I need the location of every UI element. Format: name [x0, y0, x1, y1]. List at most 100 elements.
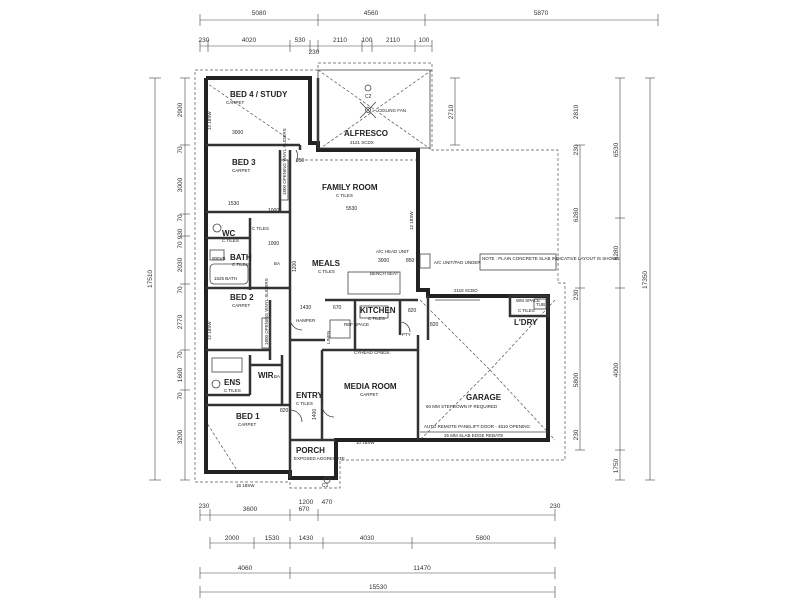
- fridge-space: [329, 319, 351, 339]
- door-swing: [321, 404, 335, 418]
- bed1-820: 820: [280, 408, 289, 414]
- meals-850: 850: [406, 258, 415, 264]
- media-sw: 10 18SW: [356, 440, 375, 445]
- kit-670: 670: [333, 305, 342, 311]
- dim-left-7: 2030: [177, 257, 184, 272]
- meals-3000: 3000: [378, 258, 389, 264]
- roof-outline: [194, 62, 566, 489]
- dim-top2-6: 100: [362, 37, 373, 44]
- bed3-robe-note: 1800 OPENING VINYL SLIDERS: [282, 128, 287, 195]
- dim-bot2-4: 4030: [360, 535, 375, 542]
- room-bed2-floor: CARPET: [232, 303, 251, 308]
- room-media-floor: CARPET: [360, 392, 379, 397]
- dim-bot3-1: 4060: [238, 565, 253, 572]
- dim-bot1-2: 3600: [243, 506, 258, 513]
- dim-right-a: 2710: [448, 104, 455, 119]
- entry-tiles: C TILES: [296, 401, 313, 406]
- dim-bot2-1: 2000: [225, 535, 240, 542]
- dim-right-c1: 6530: [613, 142, 620, 157]
- dim-left-4: 70: [177, 214, 184, 222]
- rebate-note: 25 MM SLAB EDGE REBATE: [444, 433, 503, 438]
- ac-unit: [419, 253, 431, 269]
- dim-left-10: 70: [177, 351, 184, 359]
- tub-label: TUB: [536, 302, 545, 307]
- dim-bot2-3: 1430: [299, 535, 314, 542]
- note-text: NOTE : PLAIN CONCRETE SLAB INDICATIVE LA…: [482, 256, 620, 261]
- room-bed3: BED 3: [232, 158, 256, 167]
- door-swing: [289, 317, 303, 331]
- bed3-dim: 1530: [228, 201, 239, 207]
- kit-1430: 1430: [300, 305, 311, 311]
- kit-820b: 820: [430, 322, 439, 328]
- dim-top-1: 5080: [252, 10, 267, 17]
- ens-tiles: C TILES: [224, 388, 241, 393]
- dim-left-total: 17510: [147, 270, 154, 288]
- room-bed3-floor: CARPET: [232, 168, 251, 173]
- dim-porch-1: 1200: [299, 499, 314, 506]
- garage-door-top: 2118 SCBO: [454, 288, 478, 293]
- dim-bot3-2: 11470: [413, 565, 431, 572]
- room-laundry: L'DRY: [514, 318, 538, 327]
- dim-bot-total: 15530: [369, 584, 387, 591]
- dim-left-11: 1600: [177, 367, 184, 382]
- column-c2: [364, 84, 372, 92]
- room-porch: PORCH: [296, 446, 325, 455]
- room-entry: ENTRY: [296, 391, 323, 400]
- bed3-dim2: 1000: [268, 208, 279, 214]
- wc-tiles: C TILES: [252, 226, 269, 231]
- bath-tub-size: 1625 BATH: [214, 276, 237, 281]
- bed3-robe: [279, 159, 289, 201]
- fam-950: 950: [296, 158, 305, 164]
- ac-under: A/C UNIT/PAD UNDER: [434, 260, 481, 265]
- room-labels: BED 4 / STUDY CARPET 3000 ALFRESCO 2121 …: [207, 90, 620, 489]
- room-family: FAMILY ROOM: [322, 183, 378, 192]
- dim-top2-3: 530: [295, 37, 306, 44]
- dimension-texts: 5080 4560 5870 230 4020 530 230 2110 100…: [147, 10, 649, 591]
- bed2-sw: 12 18SW: [207, 321, 212, 340]
- shower-icon: [211, 357, 243, 373]
- ac-head: A/C HEAD UNIT: [376, 249, 409, 254]
- dim-left-12: 70: [177, 392, 184, 400]
- dim-top2-7: 2110: [386, 37, 400, 44]
- dim-top2-8: 100: [419, 37, 430, 44]
- pty-label: PTY: [402, 332, 411, 337]
- overhead-cupboards: CYHEAD CPBDS: [354, 350, 390, 355]
- bed4-sw: 12 18SW: [207, 111, 212, 130]
- dim-right-total: 17350: [642, 271, 649, 289]
- dim-left-3: 3000: [177, 177, 184, 192]
- label-c2: C2: [365, 94, 372, 100]
- bed4-dim: 3000: [232, 130, 243, 136]
- dim-bot2-5: 5800: [476, 535, 491, 542]
- note-box: [479, 253, 557, 271]
- column-c1: [323, 476, 331, 484]
- fixtures: [209, 84, 557, 484]
- dim-right-b1: 2810: [573, 104, 580, 119]
- dim-top2-5: 2110: [333, 37, 347, 44]
- bath-vanity: 900VB: [212, 256, 226, 261]
- label-c1: C1: [322, 483, 329, 489]
- kit-820: 820: [408, 308, 417, 314]
- dim-left-1: 2900: [177, 102, 184, 117]
- dim-left-13: 3200: [177, 429, 184, 444]
- meals-1200: 1200: [292, 261, 298, 272]
- ens-ba: BA: [274, 374, 280, 379]
- laundry-tub-icon: [533, 298, 547, 310]
- dim-right-c2: 6280: [613, 245, 620, 260]
- bathtub-icon: [209, 263, 249, 285]
- kitchen-bench: [347, 271, 401, 295]
- dim-top-3: 5870: [534, 10, 549, 17]
- room-kitchen-floor: C TILES: [368, 316, 385, 321]
- dim-right-b2: 230: [573, 144, 580, 155]
- door-swing: [289, 409, 303, 423]
- room-family-floor: C TILES: [336, 193, 353, 198]
- dim-bot1-4: 230: [550, 503, 561, 510]
- bath-tiles: C TILES: [232, 262, 249, 267]
- room-garage: GARAGE: [466, 393, 502, 402]
- dim-top-2: 4560: [364, 10, 379, 17]
- stepdown-note: 60 MM STEPDOWN IF REQUIRED: [426, 404, 498, 409]
- dimension-lines: [149, 14, 659, 598]
- dim-right-c4: 1750: [613, 458, 620, 473]
- room-kitchen: KITCHEN: [360, 306, 396, 315]
- dim-bot1-1: 230: [199, 503, 210, 510]
